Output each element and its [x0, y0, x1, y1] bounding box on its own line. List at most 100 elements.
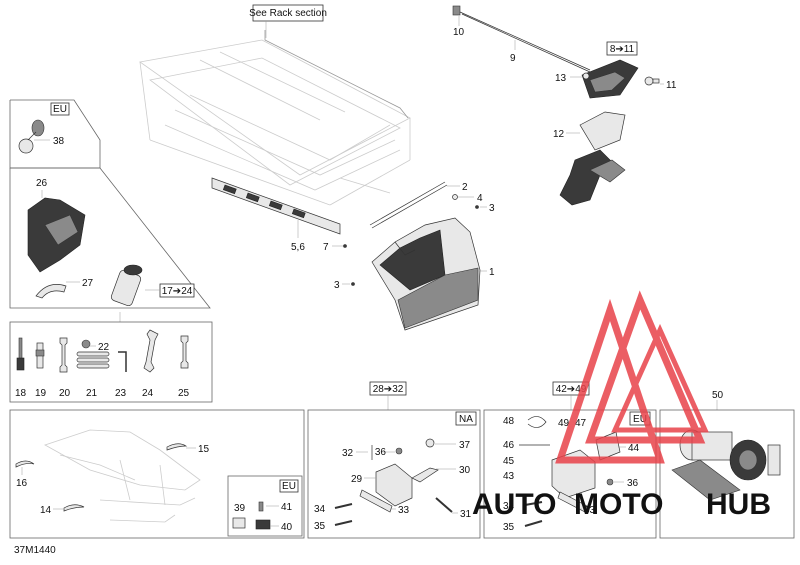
callout-1: 1 [489, 267, 495, 278]
callout-19: 19 [35, 388, 47, 399]
strap [35, 284, 67, 299]
callout-21: 21 [86, 388, 98, 399]
callout-34-eu: 34 [503, 501, 515, 512]
plate-33-na [359, 489, 393, 513]
eu-bracket-panel [483, 409, 657, 539]
callout-29: 29 [351, 474, 363, 485]
callout-41: 41 [281, 502, 293, 513]
ref-28-32: 28➔32 [373, 384, 404, 395]
eu-kit-panel [227, 475, 303, 537]
callout-50: 50 [712, 390, 724, 401]
watermark-brand-mid: MOTO [574, 488, 663, 521]
tool-spark-socket [35, 342, 45, 369]
toolkit-panel [9, 321, 213, 403]
bracket-29 [375, 463, 439, 507]
bolt-34-eu [524, 501, 543, 506]
callout-3-bottom: 3 [334, 280, 340, 291]
callout-5-6: 5,6 [291, 242, 305, 253]
callout-48: 48 [503, 416, 515, 427]
clip-48 [527, 416, 547, 428]
callout-13: 13 [555, 73, 567, 84]
tool-bag [27, 197, 86, 273]
tool-hex-key [118, 351, 127, 372]
callout-9: 9 [510, 53, 516, 64]
callout-27: 27 [82, 278, 94, 289]
callout-22: 22 [98, 342, 110, 353]
callout-4: 4 [477, 193, 483, 204]
bolt-31 [435, 497, 453, 513]
callout-31: 31 [460, 509, 472, 520]
nut-36-eu [606, 478, 614, 486]
diagram-id: 37M1440 [14, 545, 56, 556]
callout-46: 46 [503, 440, 515, 451]
callout-11: 11 [666, 80, 677, 91]
bolt-35-na [334, 520, 353, 526]
callout-25: 25 [178, 388, 190, 399]
watermark-brand-right: HUB [706, 488, 771, 521]
callout-47: 47 [575, 418, 587, 429]
callout-2: 2 [462, 182, 468, 193]
callout-32: 32 [342, 448, 354, 459]
callout-37: 37 [459, 440, 471, 451]
callout-36-eu: 36 [627, 478, 639, 489]
tool-pouch [110, 264, 143, 307]
taillight [581, 59, 639, 99]
callout-14: 14 [40, 505, 52, 516]
rack-note-box [252, 4, 324, 22]
watermark-logo [555, 290, 709, 464]
rack-note: See Rack section [249, 8, 327, 19]
grommet-37 [425, 438, 435, 448]
eu-tag-mirror: EU [53, 104, 67, 115]
tool-wrench-20 [59, 337, 68, 373]
harness-cable [452, 5, 591, 73]
nut-36-na [395, 447, 403, 455]
decal-15 [166, 443, 188, 451]
reflector-40 [255, 519, 271, 530]
callout-35-eu: 35 [503, 522, 515, 533]
callout-43: 43 [503, 471, 515, 482]
sled-panel [9, 409, 305, 539]
callout-3-top: 3 [489, 203, 495, 214]
callout-15: 15 [198, 444, 210, 455]
snowmobile [44, 429, 201, 523]
tool-drive-belt [76, 351, 110, 369]
callout-35-na: 35 [314, 521, 326, 532]
callout-26: 26 [36, 178, 48, 189]
watermark-brand-left: AUTO [472, 488, 556, 521]
callout-40: 40 [281, 522, 293, 533]
callout-18: 18 [15, 388, 27, 399]
callout-10: 10 [453, 27, 465, 38]
decal-14 [63, 504, 85, 512]
eu-tag-bracket: EU [633, 414, 647, 425]
na-bracket-panel [307, 409, 481, 539]
callout-20: 20 [59, 388, 71, 399]
bolt-34-na [334, 503, 353, 509]
winch-panel [659, 409, 795, 539]
retainer-strip [369, 181, 446, 226]
callout-45: 45 [503, 456, 515, 467]
callout-12: 12 [553, 129, 565, 140]
tool-screwdriver [16, 337, 25, 371]
screw-11 [644, 76, 660, 86]
callout-44: 44 [628, 443, 640, 454]
callout-33-eu: 33 [584, 505, 596, 516]
callout-24: 24 [142, 388, 154, 399]
ref-42-49: 42➔49 [556, 384, 587, 395]
rack-illustration [138, 30, 411, 206]
callout-36-na: 36 [375, 447, 387, 458]
bolt-35-eu [524, 520, 543, 527]
watermark-text: AUTO MOTO HUB [472, 488, 771, 521]
ref-8-11: 8➔11 [610, 44, 635, 55]
callout-7: 7 [323, 242, 329, 253]
na-tag: NA [459, 414, 473, 425]
eu-tag-kit: EU [282, 481, 296, 492]
tool-wrench-24 [143, 329, 159, 373]
callout-30: 30 [459, 465, 471, 476]
screw-41 [258, 501, 264, 512]
mud-flap [371, 217, 481, 331]
callout-33-na: 33 [398, 505, 410, 516]
ref-17-24: 17➔24 [162, 286, 193, 297]
tool-bolt-22 [81, 339, 91, 349]
rear-flap-strip [211, 177, 341, 235]
plate-33-eu [557, 491, 588, 513]
